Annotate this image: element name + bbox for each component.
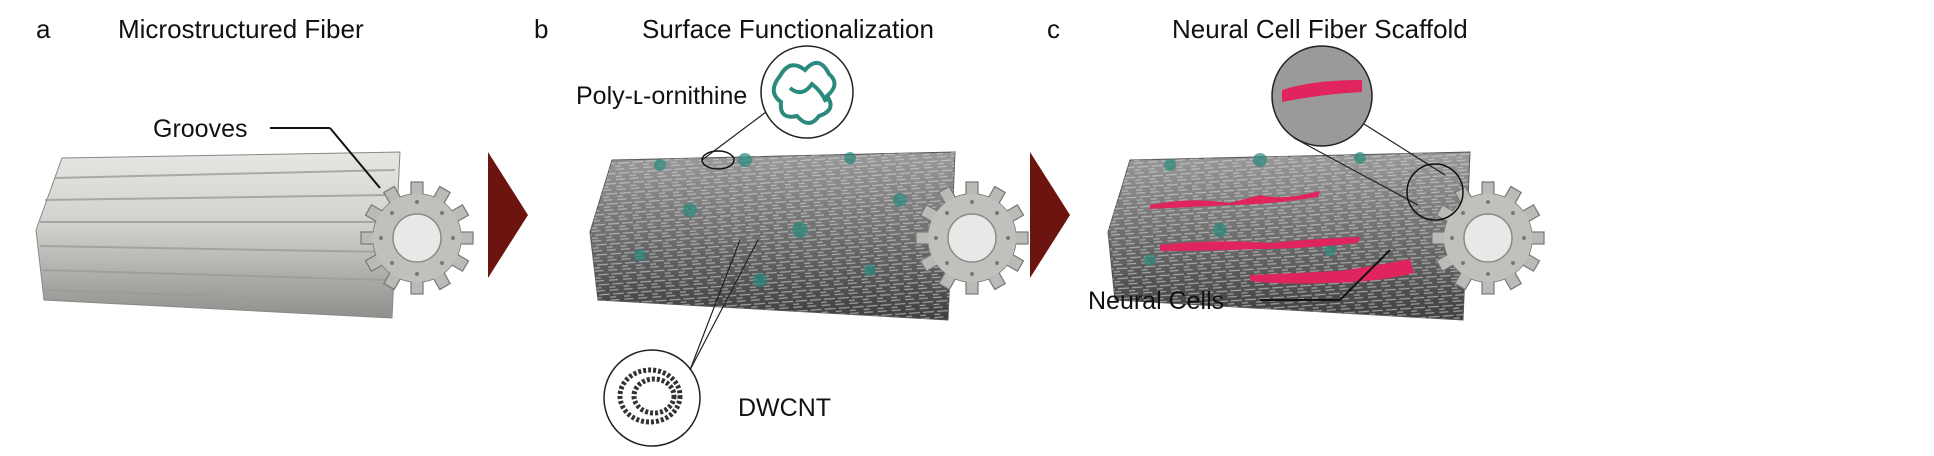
- panel-a: a Microstructured Fiber Grooves: [35, 14, 474, 319]
- panel-letter: b: [534, 14, 548, 44]
- poly-l-ornithine-label: Poly-ʟ-ornithine: [576, 82, 747, 110]
- scaffold-fiber: [1107, 151, 1545, 321]
- leader-line: [329, 127, 381, 189]
- panel-letter: a: [36, 14, 51, 44]
- arrow-icon: [488, 152, 528, 278]
- panel-b: b Surface Functionalization Poly-ʟ-ornit…: [534, 14, 1029, 447]
- neural-cells: [1150, 191, 1414, 284]
- dwcnt-label: DWCNT: [738, 394, 831, 422]
- arrow-icon: [1030, 152, 1070, 278]
- microstructured-fiber: [35, 151, 474, 319]
- cell-zoom-circle: [1271, 45, 1373, 147]
- neural-cells-label: Neural Cells: [1088, 287, 1224, 315]
- nanotube-icon: [617, 367, 683, 425]
- functionalized-fiber: [589, 151, 1029, 321]
- panel-title: Neural Cell Fiber Scaffold: [1172, 14, 1468, 44]
- dwcnt-zoom-circle: [603, 349, 701, 447]
- panel-letter: c: [1047, 14, 1060, 44]
- panel-title: Microstructured Fiber: [118, 14, 364, 44]
- panel-title: Surface Functionalization: [642, 14, 934, 44]
- panel-c: c Neural Cell Fiber Scaffold Neural Cell…: [1047, 14, 1545, 321]
- protein-icon: [771, 61, 837, 125]
- grooves-label: Grooves: [153, 115, 247, 143]
